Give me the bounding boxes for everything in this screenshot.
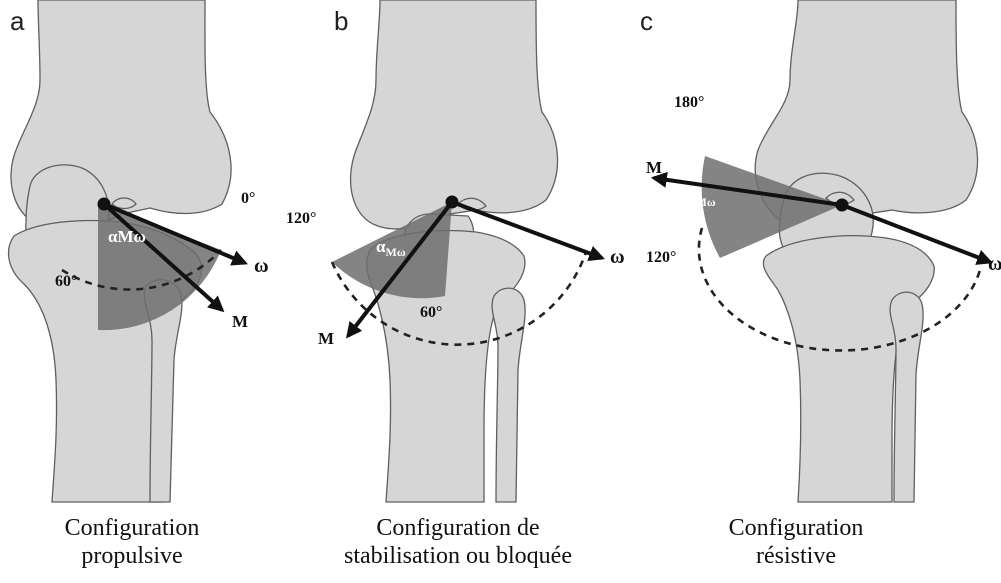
- alpha-m-omega-label: αMω: [108, 227, 146, 246]
- caption-b: Configuration de stabilisation ou bloqué…: [298, 514, 618, 570]
- angle-label-120: 120°: [286, 210, 316, 227]
- fibula: [492, 288, 525, 502]
- angle-label-120: 120°: [646, 249, 676, 266]
- panel-c: 180° 120° M αMω ω c Configuration résist…: [630, 0, 1001, 583]
- panel-letter-a: a: [10, 6, 24, 37]
- angle-label-0: 0°: [241, 190, 255, 207]
- m-label: M: [318, 329, 334, 348]
- femur: [351, 0, 558, 229]
- alpha-subscript: Mω: [386, 245, 406, 259]
- caption-c-line1: Configuration: [636, 514, 956, 542]
- caption-b-line1: Configuration de: [298, 514, 618, 542]
- alpha-symbol: α: [686, 187, 696, 206]
- panel-letter-c: c: [640, 6, 653, 37]
- angle-label-60: 60°: [420, 304, 442, 321]
- m-label: M: [646, 158, 662, 177]
- angle-label-180: 180°: [674, 94, 704, 111]
- omega-label: ω: [610, 246, 625, 268]
- caption-a: Configuration propulsive: [0, 514, 292, 570]
- caption-c-line2: résistive: [636, 542, 956, 570]
- m-label: M: [232, 312, 248, 331]
- fibula: [890, 292, 923, 502]
- angle-label-60: 60°: [55, 273, 77, 290]
- caption-c: Configuration résistive: [636, 514, 956, 570]
- omega-label: ω: [988, 253, 1001, 275]
- alpha-symbol: α: [376, 237, 386, 256]
- alpha-subscript: Mω: [696, 195, 716, 209]
- caption-a-line2: propulsive: [0, 542, 292, 570]
- knee-diagram-b: 120° 60° αMω ω M: [280, 0, 630, 583]
- pivot-point: [836, 199, 849, 212]
- caption-a-line1: Configuration: [0, 514, 292, 542]
- omega-label: ω: [254, 255, 269, 277]
- panel-b: 120° 60° αMω ω M b Configuration de stab…: [280, 0, 630, 583]
- panel-letter-b: b: [334, 6, 348, 37]
- pivot-point: [446, 196, 459, 209]
- pivot-point: [98, 198, 111, 211]
- caption-b-line2: stabilisation ou bloquée: [298, 542, 618, 570]
- knee-diagram-c: 180° 120° M αMω ω: [630, 0, 1001, 583]
